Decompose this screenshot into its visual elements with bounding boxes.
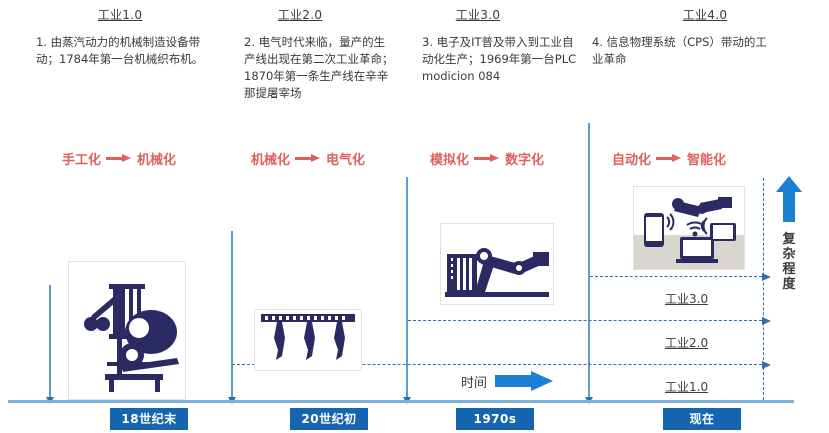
transition-from-2: 机械化 [251,153,291,168]
time-axis-label-group: 时间 [461,371,554,391]
stage-divider-line-4 [585,123,593,404]
era-badge-4: 现在 [663,408,741,430]
complexity-axis-line [763,178,764,400]
arrow-right-icon [295,154,321,163]
transition-from-3: 模拟化 [430,153,470,168]
level-label-industry-1: 工业1.0 [665,380,709,394]
transition-label-4: 自动化 智能化 [612,149,726,168]
complexity-axis-label: 复杂程度 [782,232,796,292]
complexity-up-arrow-icon [776,176,802,222]
stage-description-4: 4. 信息物理系统（CPS）带动的工业革命 [592,35,767,66]
transition-to-2: 电气化 [326,153,366,168]
illustration-mechanical-loom [68,261,186,400]
arrow-right-icon [106,154,132,163]
transition-to-1: 机械化 [137,153,177,168]
level-line-industry-1 [232,360,771,369]
stage-description-1: 1. 由蒸汽动力的机械制造设备带动；1784年第一台机械织布机。 [36,35,204,66]
robot-arm-icon [445,248,549,297]
stage-divider-line-1 [46,285,54,404]
transition-to-3: 数字化 [505,153,545,168]
stage-title-4: 工业4.0 [682,8,728,22]
stage-description-2: 2. 电气时代来临，量产的生产线出现在第二次工业革命；1870年第一条生产线在辛… [244,35,394,100]
time-axis-baseline [8,400,794,403]
stage-title-1: 工业1.0 [97,8,143,22]
time-axis-label: 时间 [461,375,488,391]
era-badge-3: 1970s [456,408,534,430]
transition-from-1: 手工化 [62,153,102,168]
transition-label-3: 模拟化 数字化 [430,149,544,168]
level-label-industry-3: 工业3.0 [665,292,709,306]
arrow-right-icon [656,154,682,163]
transition-label-1: 手工化 机械化 [62,149,176,168]
time-direction-arrow-icon [495,371,554,391]
level-line-industry-2 [408,316,771,325]
level-line-industry-3 [590,272,771,281]
illustration-cyber-physical-systems [633,186,745,270]
mechanical-loom-icon [84,284,179,392]
illustration-assembly-line [254,309,362,371]
era-badge-2: 20世纪初 [290,408,368,430]
arrow-right-icon [474,154,500,163]
stage-description-3: 3. 电子及IT普及带入到工业自动化生产；1969年第一台PLC modicio… [422,35,577,83]
transition-from-4: 自动化 [612,153,652,168]
stage-divider-line-2 [228,231,236,404]
cyber-physical-systems-icon [634,197,744,269]
level-label-industry-2: 工业2.0 [665,336,709,350]
era-badge-1: 18世纪末 [110,408,188,430]
assembly-line-icon [261,314,355,360]
illustration-robot-arm [440,223,554,305]
transition-label-2: 机械化 电气化 [251,149,365,168]
transition-to-4: 智能化 [687,153,727,168]
stage-title-2: 工业2.0 [277,8,323,22]
stage-title-3: 工业3.0 [455,8,501,22]
